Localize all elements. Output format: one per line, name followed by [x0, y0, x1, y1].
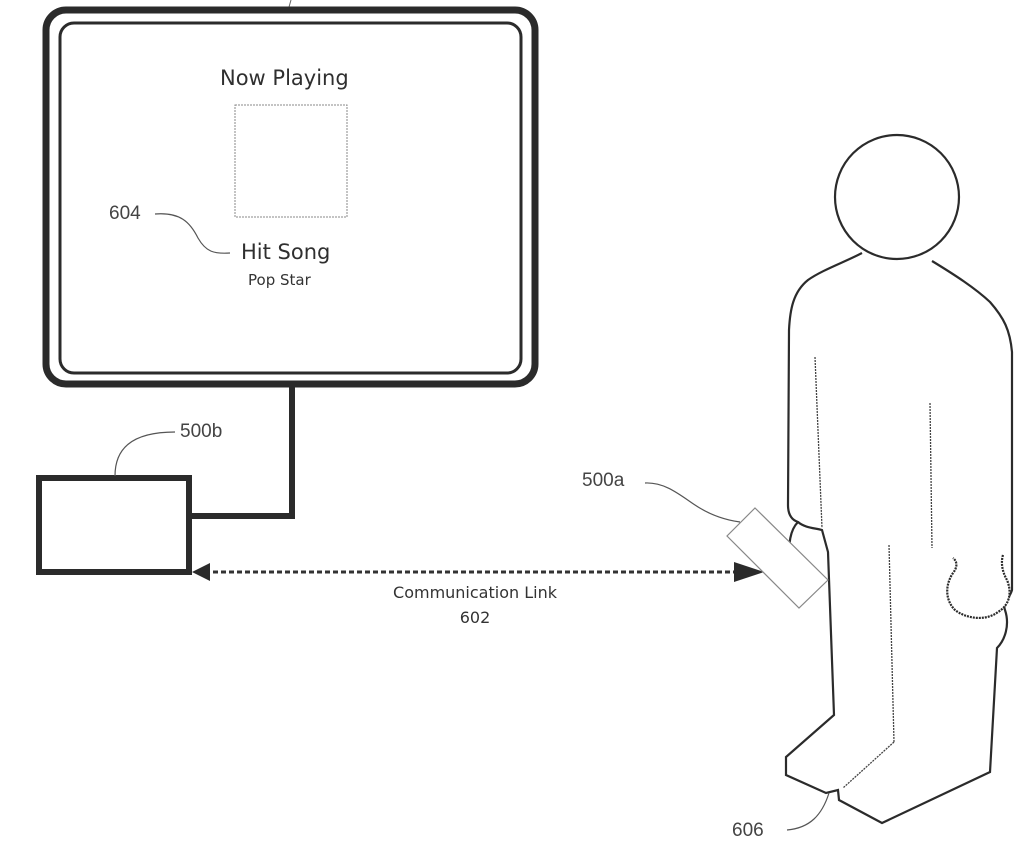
artist-name: Pop Star: [248, 271, 311, 289]
song-title: Hit Song: [241, 240, 331, 264]
display-cable: [190, 386, 295, 519]
handheld-device-500a: [726, 507, 829, 609]
communication-link-label: Communication Link: [393, 583, 557, 602]
leader-500a: [644, 482, 741, 523]
album-art-placeholder: [234, 104, 348, 218]
link-arrowhead-left: [192, 563, 210, 581]
ref-label-606: 606: [732, 820, 764, 841]
link-arrowhead-right: [734, 562, 764, 582]
foot-divider-line: [842, 741, 895, 789]
leader-500b: [114, 431, 176, 477]
left-arm-inner-line: [814, 356, 823, 529]
user-body-outline: [784, 252, 1014, 825]
user-inner-lines: [814, 356, 933, 789]
top-leader-line: [288, 0, 292, 8]
ref-label-500b: 500b: [180, 421, 223, 442]
right-arm-inner-line: [929, 402, 933, 549]
media-box-500b: [36, 475, 192, 575]
ref-label-500a: 500a: [582, 470, 625, 491]
user-right-hand: [946, 554, 1011, 619]
ref-label-604: 604: [109, 203, 141, 224]
ref-label-602: 602: [459, 608, 491, 627]
user-head: [833, 133, 961, 261]
leader-606: [786, 792, 830, 831]
user-figure: [784, 133, 1014, 825]
leader-604: [154, 213, 231, 254]
now-playing-title: Now Playing: [220, 66, 349, 90]
